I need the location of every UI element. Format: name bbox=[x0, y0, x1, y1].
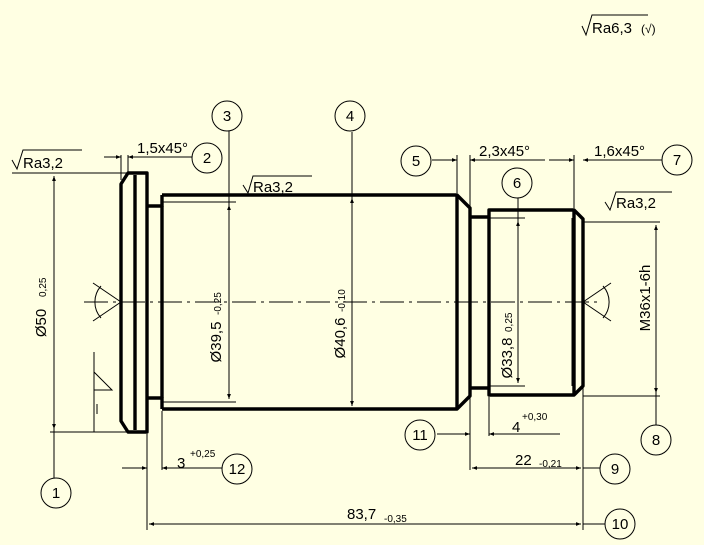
extension-lines bbox=[50, 155, 660, 530]
svg-text:Ø39,5: Ø39,5 bbox=[208, 322, 225, 363]
svg-text:6: 6 bbox=[513, 175, 521, 192]
callout-5: 5 bbox=[400, 145, 432, 177]
center-hole-right bbox=[582, 282, 612, 322]
callout-2: 2 bbox=[191, 142, 223, 174]
callout-11: 11 bbox=[404, 419, 436, 451]
roughness-thread: Ra3,2 bbox=[604, 191, 672, 212]
svg-text:2: 2 bbox=[203, 150, 211, 167]
general-roughness-text: Ra6,3 bbox=[592, 20, 632, 37]
interior-thin-lines bbox=[162, 201, 573, 403]
svg-text:12: 12 bbox=[229, 461, 246, 478]
svg-text:0,25: 0,25 bbox=[504, 312, 515, 332]
chamfer-flange-label: 1,5x45° bbox=[137, 140, 188, 157]
svg-text:Ø50: Ø50 bbox=[33, 309, 50, 337]
svg-text:-0,35: -0,35 bbox=[384, 514, 407, 525]
svg-text:8: 8 bbox=[652, 432, 660, 449]
callout-1: 1 bbox=[40, 477, 72, 509]
svg-text:4: 4 bbox=[512, 419, 520, 436]
callout-4: 4 bbox=[334, 100, 366, 132]
callout-9: 9 bbox=[599, 453, 631, 485]
callout-8: 8 bbox=[640, 424, 672, 456]
groove-left-width-label: 3 +0,25 bbox=[177, 449, 216, 472]
svg-text:83,7: 83,7 bbox=[347, 506, 376, 523]
callout-6: 6 bbox=[501, 167, 533, 199]
svg-text:Ra3,2: Ra3,2 bbox=[616, 195, 656, 212]
svg-text:0,25: 0,25 bbox=[38, 277, 49, 297]
callout-3: 3 bbox=[211, 100, 243, 132]
svg-text:10: 10 bbox=[612, 516, 629, 533]
dia-shank-label: Ø40,6 -0,10 bbox=[332, 289, 349, 359]
svg-text:11: 11 bbox=[412, 427, 428, 444]
svg-text:-0,21: -0,21 bbox=[539, 459, 562, 470]
svg-text:22: 22 bbox=[515, 452, 532, 469]
thread-label: M36x1-6h bbox=[637, 265, 654, 332]
dia-groove-label: Ø39,5 -0,25 bbox=[208, 292, 225, 363]
svg-text:3: 3 bbox=[223, 108, 231, 125]
svg-text:3: 3 bbox=[177, 455, 185, 472]
chamfer-thread-label: 1,6x45° bbox=[594, 143, 645, 160]
svg-text:Ra3,2: Ra3,2 bbox=[253, 179, 293, 196]
svg-text:5: 5 bbox=[412, 153, 420, 170]
general-roughness-symbol: Ra6,3 (√) bbox=[581, 14, 656, 37]
svg-text:+0,30: +0,30 bbox=[522, 412, 548, 423]
callout-12: 12 bbox=[221, 453, 253, 485]
roughness-flange: Ra3,2 bbox=[11, 149, 82, 174]
dia-thread-root-label: Ø33,8 0,25 bbox=[499, 312, 516, 378]
roughness-shank: Ra3,2 bbox=[242, 175, 312, 196]
center-hole-left bbox=[92, 282, 122, 322]
overall-length-label: 83,7 -0,35 bbox=[347, 506, 407, 525]
callout-10: 10 bbox=[604, 508, 636, 540]
chamfer-step-label: 2,3x45° bbox=[479, 143, 530, 160]
dia-flange-label: Ø50 0,25 bbox=[33, 277, 50, 337]
svg-text:Ra3,2: Ra3,2 bbox=[23, 155, 63, 172]
svg-text:9: 9 bbox=[611, 461, 619, 478]
datum-symbol bbox=[93, 352, 114, 432]
svg-text:1: 1 bbox=[52, 485, 60, 502]
thread-length-label: 22 -0,21 bbox=[515, 452, 562, 470]
svg-text:+0,25: +0,25 bbox=[190, 449, 216, 460]
groove-right-width-label: 4 +0,30 bbox=[512, 412, 548, 436]
dimension-lines bbox=[52, 155, 662, 526]
svg-text:Ø40,6: Ø40,6 bbox=[332, 318, 349, 359]
svg-text:-0,25: -0,25 bbox=[213, 292, 224, 315]
svg-text:-0,10: -0,10 bbox=[337, 289, 348, 312]
general-roughness-suffix: (√) bbox=[641, 22, 656, 36]
svg-text:Ø33,8: Ø33,8 bbox=[499, 338, 516, 379]
leader-lines bbox=[53, 130, 657, 478]
svg-text:7: 7 bbox=[673, 152, 681, 169]
svg-text:4: 4 bbox=[346, 108, 354, 125]
callout-7: 7 bbox=[661, 144, 693, 176]
svg-text:M36x1-6h: M36x1-6h bbox=[637, 265, 654, 332]
